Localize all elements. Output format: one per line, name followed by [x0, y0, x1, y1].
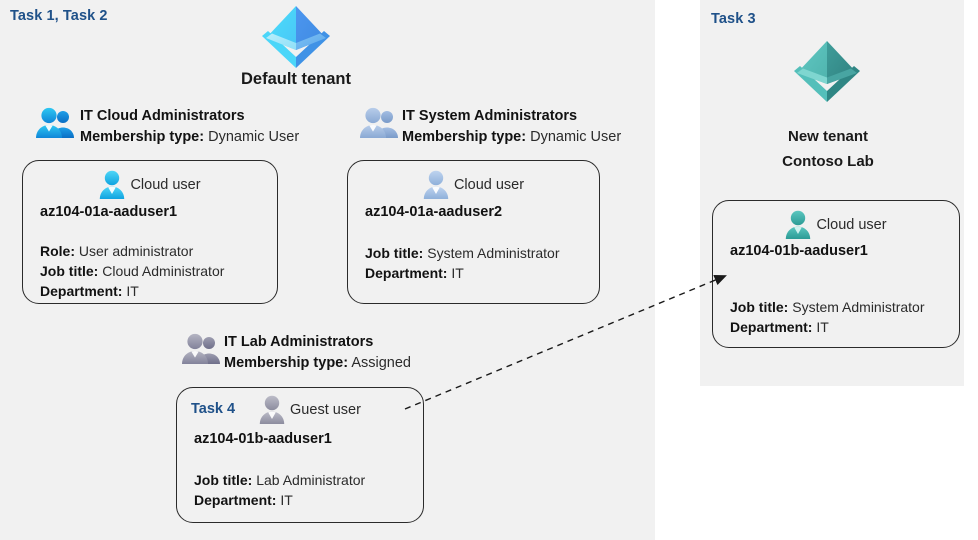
- card-username: az104-01b-aaduser1: [730, 243, 868, 259]
- card-user-type: Cloud user: [816, 217, 887, 233]
- attr-label: Job title:: [730, 299, 789, 315]
- group-users-icon-it-lab-administrators: [182, 333, 222, 365]
- attr-label: Job title:: [365, 245, 424, 261]
- azure-ad-tenant-icon-default: [258, 2, 334, 68]
- card-username: az104-01a-aaduser2: [365, 204, 503, 220]
- default-tenant-panel: [0, 0, 655, 540]
- card-user-type: Guest user: [290, 402, 361, 418]
- attr-job-title: Job title: System Administrator: [730, 297, 925, 317]
- attr-department: Department: IT: [730, 317, 925, 337]
- default-tenant-label: Default tenant: [240, 70, 351, 88]
- group-name: IT Cloud Administrators: [80, 108, 245, 124]
- attr-label: Job title:: [194, 472, 253, 488]
- attr-value: IT: [280, 492, 293, 508]
- card-username: az104-01b-aaduser1: [194, 431, 332, 447]
- attr-label: Department:: [365, 265, 448, 281]
- card-attributes: Job title: Lab Administrator Department:…: [194, 470, 365, 510]
- membership-label: Membership type:: [80, 129, 205, 145]
- attr-value: Lab Administrator: [256, 472, 366, 488]
- new-tenant-label-line1: New tenant: [787, 128, 868, 145]
- attr-label: Department:: [194, 492, 277, 508]
- card-attributes: Role: User administrator Job title: Clou…: [40, 241, 224, 301]
- cloud-user-icon: [99, 170, 125, 200]
- membership-label: Membership type:: [402, 129, 527, 145]
- user-card-az104-01a-aaduser2[interactable]: Cloud user az104-01a-aaduser2 Job title:…: [347, 160, 600, 304]
- attr-value: IT: [451, 265, 464, 281]
- attr-role: Role: User administrator: [40, 241, 224, 261]
- attr-job-title: Job title: System Administrator: [365, 243, 560, 263]
- user-card-new-tenant-az104-01b-aaduser1[interactable]: Cloud user az104-01b-aaduser1 Job title:…: [712, 200, 960, 348]
- attr-department: Department: IT: [194, 490, 365, 510]
- card-user-type-row: Cloud user: [23, 169, 277, 201]
- task-tag-left: Task 1, Task 2: [10, 8, 108, 24]
- azure-ad-tenant-icon-new: [790, 38, 864, 102]
- attr-label: Department:: [730, 319, 813, 335]
- attr-label: Role:: [40, 243, 75, 259]
- group-header-it-lab-administrators: IT Lab Administrators Membership type: A…: [224, 332, 411, 374]
- card-task-tag: Task 4: [191, 401, 236, 417]
- attr-label: Job title:: [40, 263, 99, 279]
- attr-job-title: Job title: Cloud Administrator: [40, 261, 224, 281]
- group-header-it-system-administrators: IT System Administrators Membership type…: [402, 106, 621, 148]
- attr-label: Department:: [40, 283, 123, 299]
- attr-value: System Administrator: [427, 245, 560, 261]
- guest-user-icon: [259, 395, 285, 425]
- group-users-icon-it-system-administrators: [360, 107, 400, 139]
- attr-value: Cloud Administrator: [102, 263, 225, 279]
- card-user-type-row: Cloud user: [348, 169, 599, 201]
- cloud-user-icon: [423, 170, 449, 200]
- membership-value: Assigned: [351, 355, 411, 371]
- group-users-icon-it-cloud-administrators: [36, 107, 76, 139]
- cloud-user-icon: [785, 210, 811, 240]
- attr-department: Department: IT: [40, 281, 224, 301]
- membership-value: Dynamic User: [208, 129, 300, 145]
- attr-job-title: Job title: Lab Administrator: [194, 470, 365, 490]
- membership-label: Membership type:: [224, 355, 349, 371]
- card-user-type: Cloud user: [130, 177, 201, 193]
- attr-value: IT: [126, 283, 139, 299]
- user-card-az104-01a-aaduser1[interactable]: Cloud user az104-01a-aaduser1 Role: User…: [22, 160, 278, 304]
- attr-department: Department: IT: [365, 263, 560, 283]
- group-membership: Membership type: Dynamic User: [402, 127, 621, 148]
- attr-value: System Administrator: [792, 299, 925, 315]
- group-name: IT Lab Administrators: [224, 334, 374, 350]
- group-header-it-cloud-administrators: IT Cloud Administrators Membership type:…: [80, 106, 299, 148]
- card-user-type-row: Cloud user: [713, 209, 959, 241]
- card-username: az104-01a-aaduser1: [40, 204, 178, 220]
- user-card-guest-az104-01b-aaduser1[interactable]: Task 4 Guest user az104-01b-aaduser1 Job…: [176, 387, 424, 523]
- task-tag-right: Task 3: [711, 11, 756, 27]
- attr-value: IT: [816, 319, 829, 335]
- attr-value: User administrator: [78, 243, 194, 259]
- card-user-type-row: Task 4 Guest user: [177, 394, 423, 426]
- group-membership: Membership type: Dynamic User: [80, 127, 299, 148]
- card-attributes: Job title: System Administrator Departme…: [365, 243, 560, 283]
- dashed-arrow-line: [404, 274, 727, 410]
- new-tenant-label-line2: Contoso Lab: [782, 153, 874, 170]
- group-membership: Membership type: Assigned: [224, 353, 411, 374]
- group-name: IT System Administrators: [402, 108, 578, 124]
- card-attributes: Job title: System Administrator Departme…: [730, 297, 925, 337]
- membership-value: Dynamic User: [530, 129, 622, 145]
- card-user-type: Cloud user: [453, 177, 525, 193]
